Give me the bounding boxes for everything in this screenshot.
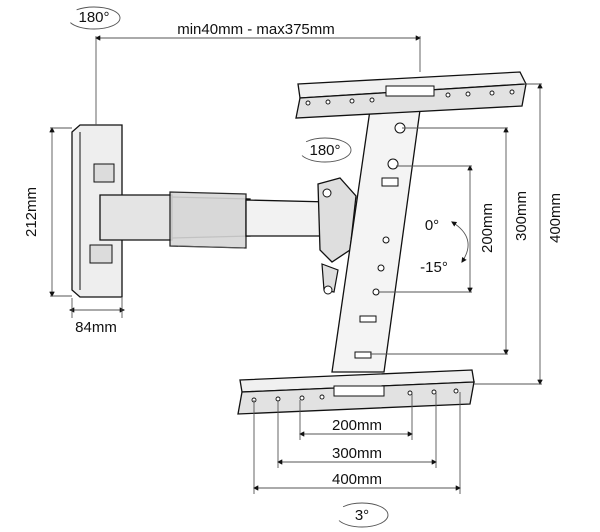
head-swivel-label: 180°	[309, 142, 340, 159]
swing-arm	[99, 191, 331, 249]
wall-plate-height-label: 212mm	[23, 187, 40, 237]
rotation-indicators	[67, 6, 469, 528]
vesa-width-large-label: 400mm	[332, 471, 382, 488]
vesa-height-medium-label: 300mm	[513, 191, 530, 241]
wall-plate-depth-label: 84mm	[75, 319, 117, 336]
vesa-height-small-label: 200mm	[479, 203, 496, 253]
wall-swivel-label: 180°	[78, 9, 109, 26]
arm-extension-label: min40mm - max375mm	[177, 21, 335, 38]
top-mounting-rail	[295, 71, 528, 119]
wall-plate	[71, 124, 123, 298]
level-adjust-label: 3°	[355, 507, 369, 524]
vesa-height-large-label: 400mm	[547, 193, 564, 243]
tilt-top-label: 0°	[425, 217, 439, 234]
bottom-mounting-rail	[237, 369, 475, 415]
tilt-head	[317, 177, 357, 295]
dimension-lines	[49, 35, 543, 494]
vesa-width-small-label: 200mm	[332, 417, 382, 434]
tilt-bottom-label: -15°	[420, 259, 448, 276]
vesa-width-medium-label: 300mm	[332, 445, 382, 462]
